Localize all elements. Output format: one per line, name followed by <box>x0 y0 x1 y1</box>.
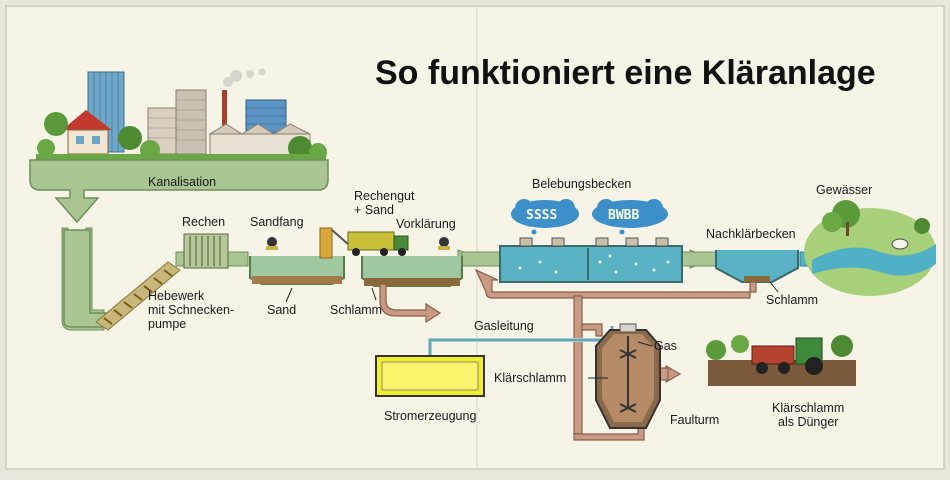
schlamm-vor-leader <box>371 287 377 301</box>
label-gas: Gas <box>654 339 677 353</box>
schlamm-nach-leader <box>769 281 779 293</box>
sandfang-tank <box>249 237 345 285</box>
label-rechen: Rechen <box>182 215 225 229</box>
label-vorklaerung: Vorklärung <box>396 217 456 231</box>
label-gasleitung: Gasleitung <box>474 319 534 333</box>
label-faulturm: Faulturm <box>670 413 719 427</box>
tractor-field <box>706 335 856 386</box>
label-sandfang: Sandfang <box>250 215 304 229</box>
rechen-screen <box>183 233 229 269</box>
rechengut-truck <box>319 227 409 259</box>
sewer-system <box>29 159 329 331</box>
page-title: So funktioniert eine Kläranlage <box>375 54 876 92</box>
label-kanalisation: Kanalisation <box>148 175 216 189</box>
label-nachklaerbecken: Nachklärbecken <box>706 227 796 241</box>
vorklaerung-tank <box>361 237 463 287</box>
label-stromerzeugung: Stromerzeugung <box>384 409 476 423</box>
label-duenger-1: Klärschlamm <box>772 401 844 415</box>
label-sand: Sand <box>267 303 296 317</box>
city-illustration <box>36 68 327 164</box>
label-schlamm-vor: Schlamm <box>330 303 382 317</box>
label-hebewerk-1: Hebewerk <box>148 289 205 303</box>
faulturm-digester <box>595 323 661 429</box>
bubble-left-text: SSSS <box>526 208 557 223</box>
label-duenger-2: als Dünger <box>778 415 838 429</box>
label-hebewerk-3: pumpe <box>148 317 186 331</box>
bubble-left <box>511 199 579 235</box>
screw-pump <box>95 261 181 331</box>
label-rechengut-2: + Sand <box>354 203 394 217</box>
label-rechengut-1: Rechengut <box>354 189 415 203</box>
label-klaerschlamm: Klärschlamm <box>494 371 566 385</box>
stromerzeugung-unit <box>375 355 485 397</box>
bubble-right <box>592 199 668 235</box>
bubble-right-text: BWBB <box>608 208 639 223</box>
label-hebewerk-2: mit Schnecken- <box>148 303 234 317</box>
gas-leader <box>637 341 653 347</box>
label-gewaesser: Gewässer <box>816 183 872 197</box>
gewaesser-landscape <box>804 200 936 296</box>
sand-leader <box>285 287 293 303</box>
label-schlamm-nach: Schlamm <box>766 293 818 307</box>
belebungsbecken-tank <box>499 237 683 283</box>
label-belebungsbecken: Belebungsbecken <box>532 177 631 191</box>
